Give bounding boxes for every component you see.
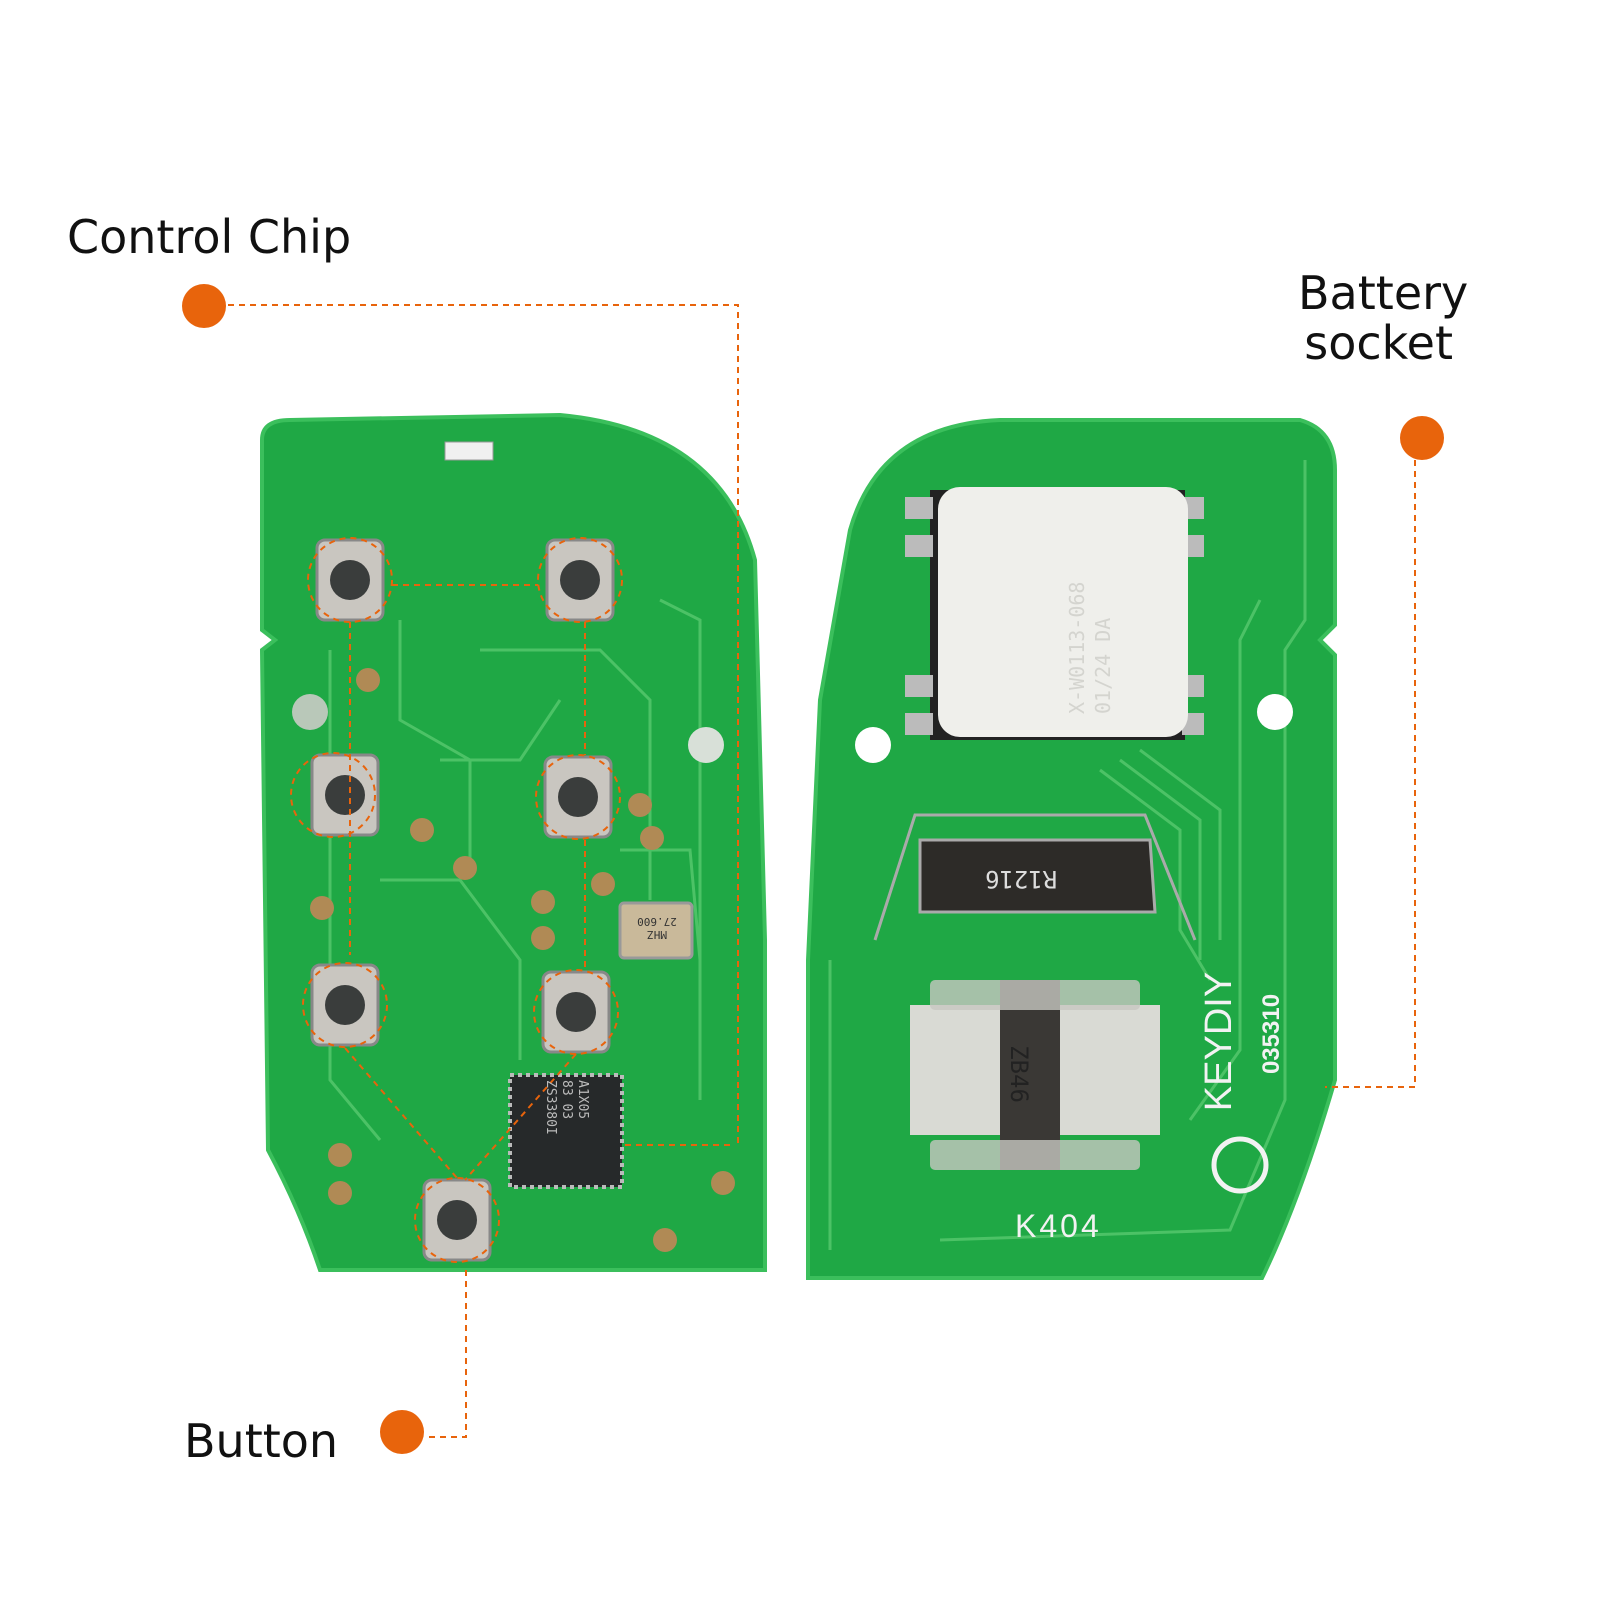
control-chip [508, 1073, 624, 1189]
crystal [618, 901, 694, 960]
battery-socket-label-line2: socket [1304, 316, 1453, 370]
battery-socket-label: Battery socket [1298, 266, 1469, 370]
crystal-marking: MHZ 27.600 [630, 915, 684, 941]
battery-clip [918, 838, 1157, 914]
chip-marking-line1: A1X05 [575, 1080, 590, 1120]
front-test-pads [310, 668, 735, 1252]
chip-marking: A1X05 83 03 ZS3380I [542, 1080, 590, 1188]
module-marking: X-W0113-068 01/24 DA [1064, 514, 1116, 714]
brand-logo: KEYDIY [1198, 971, 1241, 1112]
module-marking-line2: 01/24 DA [1091, 617, 1115, 714]
button-leader [424, 1270, 467, 1438]
battery-socket-label-line1: Battery [1298, 266, 1469, 320]
back-traces [828, 460, 1307, 1250]
battery-clip-marking: R1216 [985, 865, 1058, 893]
tactile-buttons [290, 537, 623, 1263]
contact-marking: ZB46 [1004, 1045, 1033, 1103]
control-chip-marker [182, 284, 226, 328]
button-connection-lines [344, 584, 735, 1181]
module-marking-line1: X-W0113-068 [1065, 581, 1089, 714]
button-label: Button [184, 1414, 339, 1468]
callout-lines [228, 304, 1416, 1438]
crystal-marking-unit: MHZ [647, 928, 667, 941]
battery-socket-leader [1325, 460, 1416, 1088]
model-marking: K404 [1015, 1208, 1102, 1244]
serial-marking: 035310 [1258, 993, 1286, 1075]
button-marker [380, 1410, 424, 1454]
control-chip-leader [228, 304, 739, 1145]
crystal-marking-frequency: 27.600 [637, 915, 677, 928]
battery-socket-marker [1400, 416, 1444, 460]
control-chip-label: Control Chip [67, 210, 352, 264]
rf-module [938, 487, 1188, 737]
front-pcb-board [259, 412, 767, 1272]
chip-marking-line2: 83 03 [559, 1080, 574, 1120]
chip-marking-line3: ZS3380I [543, 1080, 558, 1135]
